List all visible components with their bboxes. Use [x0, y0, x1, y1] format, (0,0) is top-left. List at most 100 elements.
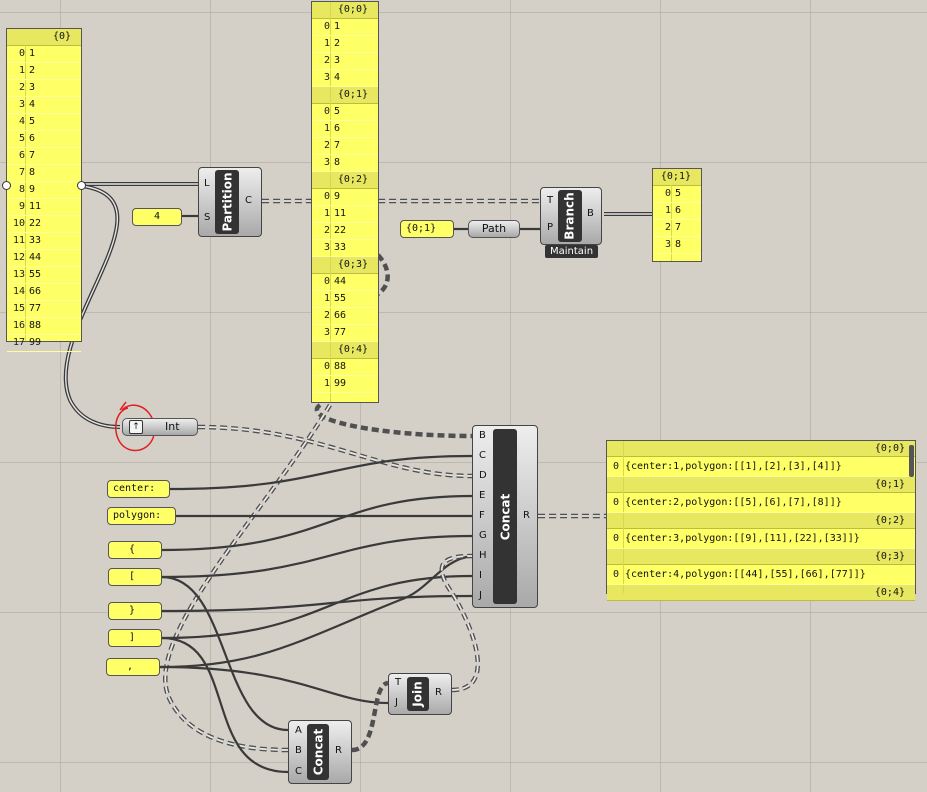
port-j[interactable]: J: [479, 590, 482, 601]
port-r[interactable]: R: [335, 745, 342, 756]
string-center[interactable]: center:: [107, 480, 170, 498]
port-s[interactable]: S: [204, 212, 211, 223]
item-value: 33: [29, 235, 42, 246]
port-b[interactable]: B: [587, 208, 594, 219]
size-panel[interactable]: 4: [132, 208, 182, 226]
item-value: 6: [29, 133, 36, 144]
item-index: 0: [612, 497, 619, 508]
port-t[interactable]: T: [547, 195, 554, 206]
string-rbracket-value: ]: [129, 632, 136, 643]
item-value: 22: [29, 218, 42, 229]
port-g[interactable]: G: [479, 530, 487, 541]
int-icon: ↑: [129, 420, 143, 434]
item-index: 2: [664, 222, 671, 233]
port-p[interactable]: P: [547, 222, 554, 233]
item-index: 0: [323, 106, 330, 117]
port-t[interactable]: T: [395, 677, 402, 688]
string-rbrace[interactable]: }: [108, 602, 162, 620]
item-index: 0: [18, 48, 25, 59]
branch-header: {0;2}: [607, 513, 915, 529]
item-value: 6: [675, 205, 682, 216]
item-value: 1: [29, 48, 36, 59]
string-polygon[interactable]: polygon:: [107, 507, 176, 525]
string-lbrace[interactable]: {: [108, 541, 162, 559]
panel-header: {0}: [7, 29, 81, 46]
item-value: 2: [334, 38, 341, 49]
result-panel[interactable]: {0;0}0{center:1,polygon:[[1],[2],[3],[4]…: [606, 440, 916, 601]
item-value: 88: [334, 361, 347, 372]
branch-mode-tag: Maintain: [545, 245, 599, 258]
path-panel[interactable]: {0;1}: [400, 220, 454, 238]
string-lbracket-value: [: [129, 571, 136, 582]
port-r[interactable]: R: [523, 510, 530, 521]
port-h[interactable]: H: [479, 550, 487, 561]
port-d[interactable]: D: [479, 470, 487, 481]
path-label: Path: [481, 222, 507, 235]
join-component[interactable]: T J Join R: [388, 673, 452, 715]
item-index: 0: [612, 533, 619, 544]
branch-header: {0;2}: [312, 172, 378, 189]
port-l[interactable]: L: [204, 178, 210, 189]
branch-header: {0;3}: [312, 257, 378, 274]
item-value: 5: [675, 188, 682, 199]
item-value: 9: [29, 184, 36, 195]
item-value: 11: [29, 201, 42, 212]
item-value: 6: [334, 123, 341, 134]
port-c[interactable]: C: [295, 766, 302, 777]
item-value: 22: [334, 225, 347, 236]
partition-component[interactable]: L S Partition C: [198, 167, 262, 237]
port-e[interactable]: E: [479, 490, 486, 501]
item-value: 77: [334, 327, 347, 338]
int-param[interactable]: ↑ Int: [122, 418, 198, 436]
item-value: 99: [334, 378, 347, 389]
path-param[interactable]: Path: [468, 220, 520, 238]
string-lbracket[interactable]: [: [108, 568, 162, 586]
string-polygon-value: polygon:: [113, 510, 162, 521]
panel-header: {0;1}: [653, 169, 701, 186]
item-value: 44: [29, 252, 42, 263]
port-c[interactable]: C: [245, 195, 252, 206]
result-scrollbar[interactable]: [909, 445, 914, 477]
item-index: 3: [323, 327, 330, 338]
string-comma[interactable]: ,: [106, 658, 160, 676]
item-index: 14: [12, 286, 25, 297]
item-index: 3: [323, 242, 330, 253]
concat-small-component[interactable]: A B C Concat R: [288, 720, 352, 784]
port-f[interactable]: F: [479, 510, 485, 521]
port-r[interactable]: R: [435, 687, 442, 698]
item-value: 3: [334, 55, 341, 66]
item-value: 7: [675, 222, 682, 233]
port-b[interactable]: B: [479, 430, 486, 441]
item-value: 7: [334, 140, 341, 151]
item-value: 7: [29, 150, 36, 161]
string-center-value: center:: [113, 483, 156, 494]
port-i[interactable]: I: [479, 570, 482, 581]
string-rbracket[interactable]: ]: [108, 629, 162, 647]
port-b[interactable]: B: [295, 745, 302, 756]
port-c[interactable]: C: [479, 450, 486, 461]
port-j[interactable]: J: [395, 697, 398, 708]
item-index: 0: [323, 276, 330, 287]
port-a[interactable]: A: [295, 725, 302, 736]
item-value: 2: [29, 65, 36, 76]
branch-component[interactable]: T P Branch B: [540, 187, 602, 245]
